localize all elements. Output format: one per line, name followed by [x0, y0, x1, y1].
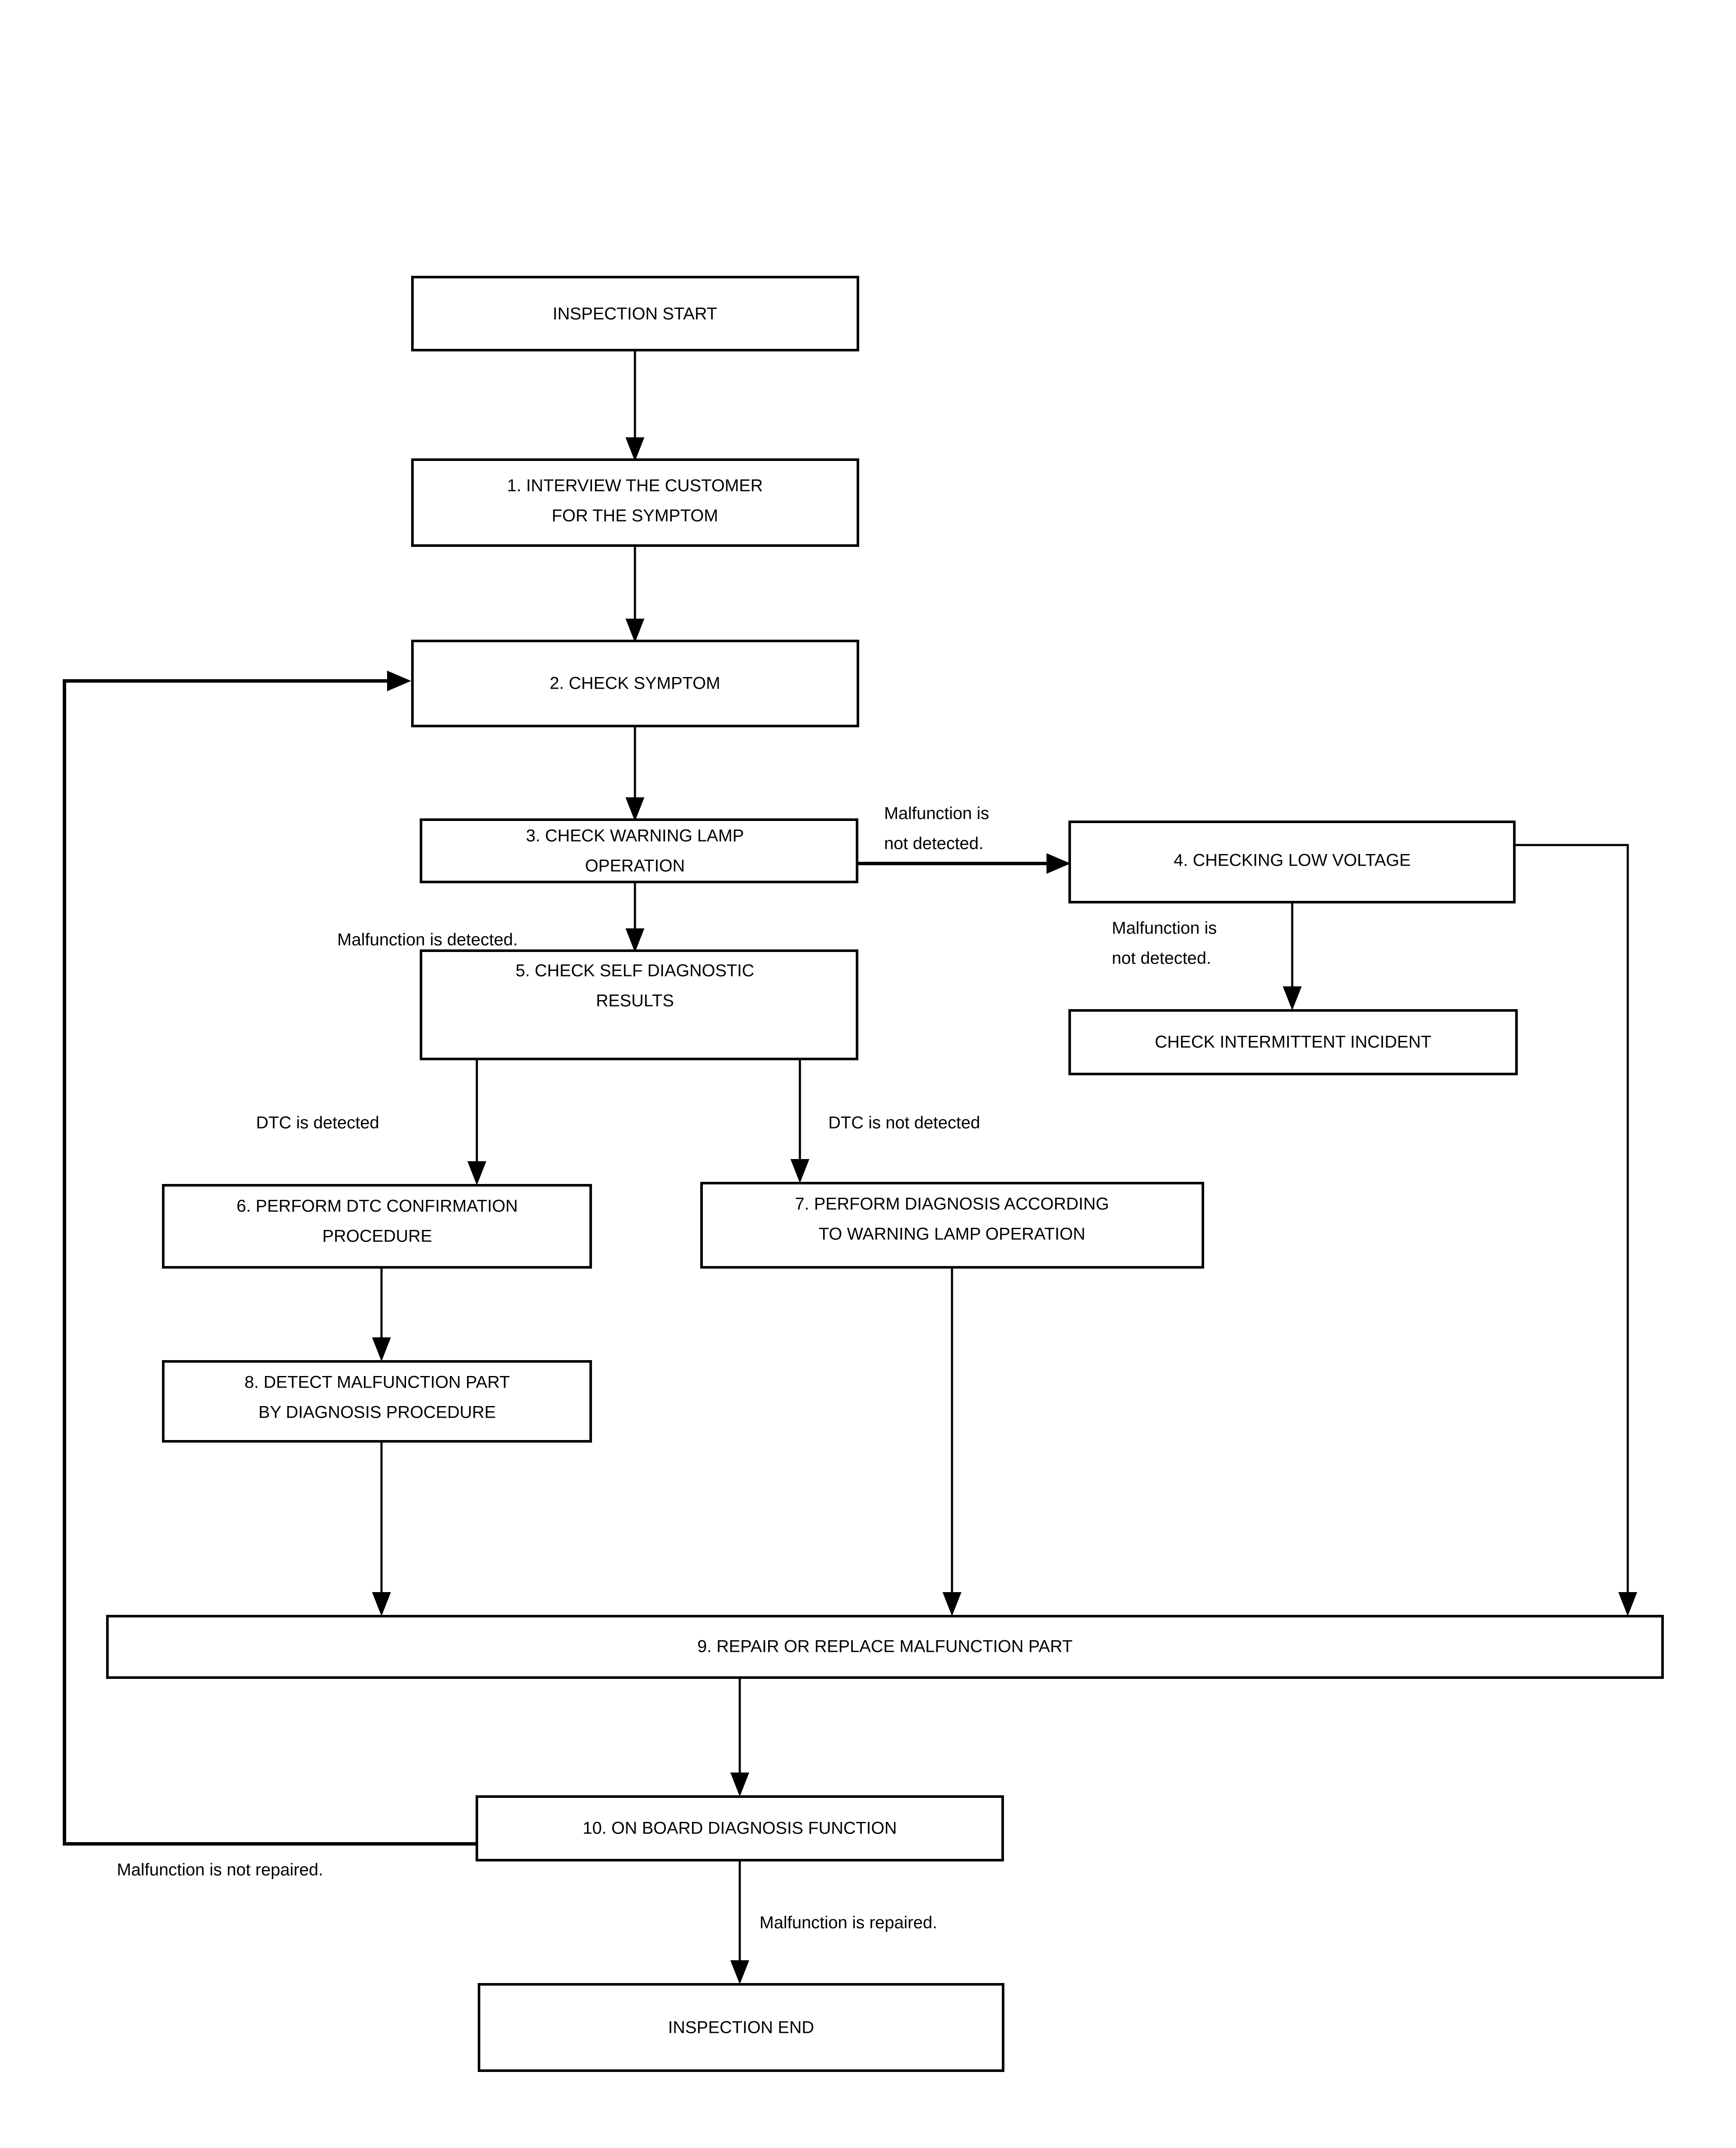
arrow-head-step9-to-step10 — [730, 1773, 749, 1797]
edge-label-dtc-detected: DTC is detected — [256, 1114, 379, 1132]
label-step6-line2: PROCEDURE — [322, 1227, 432, 1246]
edge-label-not-repaired: Malfunction is not repaired. — [117, 1861, 323, 1880]
arrow-head-start-to-step1 — [625, 437, 644, 461]
arrow-head-step8-to-step9 — [372, 1592, 391, 1616]
node-step9-repair-or-replace[interactable] — [106, 1615, 1664, 1679]
edge-step10-feedback-to-step2 — [63, 679, 477, 1846]
label-step8-line2: BY DIAGNOSIS PROCEDURE — [259, 1403, 496, 1422]
arrow-head-step2-to-step3 — [625, 797, 644, 821]
label-step5-line1: 5. CHECK SELF DIAGNOSTIC — [516, 961, 754, 980]
label-step2: 2. CHECK SYMPTOM — [549, 674, 720, 693]
edge-label-step4-not-detected-line1: Malfunction is — [1112, 919, 1217, 938]
node-step6-perform-dtc-confirmation[interactable] — [162, 1184, 592, 1269]
node-inspection-start[interactable] — [411, 276, 859, 351]
label-step8-line1: 8. DETECT MALFUNCTION PART — [244, 1373, 510, 1392]
arrow-head-step7-to-step9 — [943, 1592, 961, 1616]
arrow-head-step3-to-step4 — [1046, 853, 1071, 874]
node-step10-on-board-diagnosis[interactable] — [476, 1795, 1004, 1861]
label-step1-line2: FOR THE SYMPTOM — [552, 506, 718, 525]
label-step9: 9. REPAIR OR REPLACE MALFUNCTION PART — [697, 1637, 1073, 1656]
node-step7-perform-diagnosis[interactable] — [700, 1182, 1204, 1269]
label-step7-line2: TO WARNING LAMP OPERATION — [819, 1225, 1086, 1244]
label-inspection-start: INSPECTION START — [552, 305, 717, 323]
edge-label-step3-detected: Malfunction is detected. — [337, 931, 518, 949]
label-step10: 10. ON BOARD DIAGNOSIS FUNCTION — [583, 1819, 897, 1838]
label-step4: 4. CHECKING LOW VOLTAGE — [1174, 851, 1411, 870]
node-step4-checking-low-voltage[interactable] — [1068, 821, 1516, 903]
label-step1-line1: 1. INTERVIEW THE CUSTOMER — [507, 476, 763, 495]
node-check-intermittent-incident[interactable] — [1068, 1009, 1518, 1075]
arrow-head-step3-to-step5 — [625, 928, 644, 952]
edge-label-step4-not-detected-line2: not detected. — [1112, 949, 1211, 968]
edge-label-step3-not-detected-line1: Malfunction is — [884, 804, 989, 823]
arrow-head-feedback-to-step2 — [387, 671, 411, 691]
edge-label-step3-not-detected-line2: not detected. — [884, 834, 983, 853]
node-step5-check-self-diagnostic[interactable] — [420, 949, 858, 1060]
node-step1-interview-customer[interactable] — [411, 458, 859, 547]
node-step2-check-symptom[interactable] — [411, 640, 859, 727]
arrow-head-step10-to-end — [730, 1960, 749, 1984]
arrow-head-step4-to-step9 — [1618, 1592, 1637, 1616]
label-step3-line2: OPERATION — [585, 857, 685, 876]
node-inspection-end[interactable] — [478, 1983, 1004, 2072]
label-inspection-end: INSPECTION END — [668, 2018, 814, 2037]
label-check-intermittent: CHECK INTERMITTENT INCIDENT — [1155, 1033, 1431, 1052]
node-step8-detect-malfunction-part[interactable] — [162, 1360, 592, 1443]
arrow-head-step5-to-step6 — [467, 1161, 486, 1185]
label-step3-line1: 3. CHECK WARNING LAMP — [526, 827, 744, 845]
arrow-head-step1-to-step2 — [625, 619, 644, 643]
label-step5-line2: RESULTS — [596, 992, 674, 1010]
arrow-head-step6-to-step8 — [372, 1337, 391, 1361]
edge-step4-to-step9 — [1514, 844, 1629, 1600]
label-step6-line1: 6. PERFORM DTC CONFIRMATION — [237, 1197, 518, 1216]
edge-label-dtc-not-detected: DTC is not detected — [828, 1114, 980, 1132]
edge-label-repaired: Malfunction is repaired. — [760, 1913, 937, 1932]
arrow-head-step5-to-step7 — [790, 1159, 809, 1183]
label-step7-line1: 7. PERFORM DIAGNOSIS ACCORDING — [795, 1195, 1109, 1214]
arrow-head-step4-to-intermittent — [1283, 986, 1302, 1010]
node-step3-check-warning-lamp[interactable] — [420, 818, 858, 883]
